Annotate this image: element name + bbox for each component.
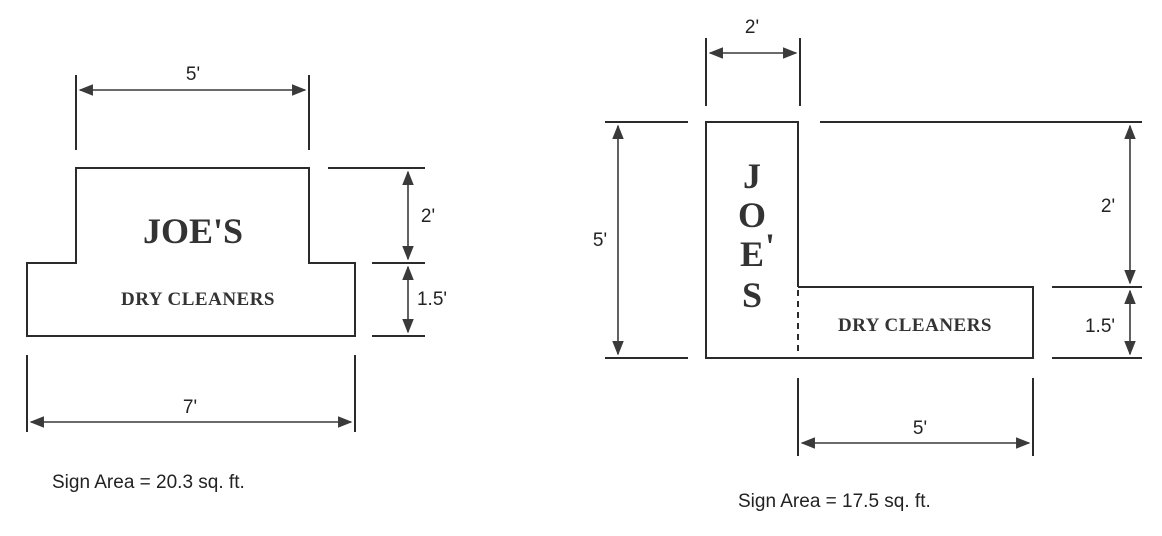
sign-a-top-dim-label: 5': [186, 64, 200, 85]
sign-b-area-caption: Sign Area = 17.5 sq. ft.: [738, 491, 931, 512]
sign-a-bottom-dimension: 7': [26, 355, 356, 432]
sign-b-left-dim-label: 5': [593, 230, 607, 251]
sign-b-letter-2: O: [738, 195, 766, 235]
sign-b-top-dimension: 2': [705, 17, 801, 106]
sign-b-top-dim-label: 2': [745, 17, 759, 38]
sign-b-left-dimension: 5': [593, 121, 688, 359]
sign-a-top-dimension: 5': [75, 64, 310, 150]
sign-a-bottom-dim-label: 7': [183, 397, 197, 418]
sign-b: J O E ' S DRY CLEANERS 2' 5': [593, 17, 1142, 512]
sign-a-main-text: JOE'S: [143, 211, 243, 251]
sign-b-letter-1: J: [743, 156, 761, 196]
sign-b-sub-text: DRY CLEANERS: [838, 315, 992, 336]
sign-b-vertical-panel: [705, 121, 799, 359]
sign-a-right-dimension: 2' 1.5': [328, 167, 447, 337]
sign-a-upper-dim-label: 2': [421, 206, 435, 227]
sign-b-bottom-dim-label: 5': [913, 418, 927, 439]
sign-b-vertical-text: J O E ' S: [738, 156, 775, 315]
sign-a-outline: [26, 167, 356, 337]
sign-b-letter-4: ': [765, 226, 775, 266]
sign-b-letter-3: E: [740, 234, 764, 274]
sign-a-area-caption: Sign Area = 20.3 sq. ft.: [52, 472, 245, 493]
sign-a: JOE'S DRY CLEANERS 5' 2' 1.5' 7' Sign Ar…: [26, 64, 447, 493]
sign-b-horizontal-panel: [798, 286, 1034, 359]
sign-b-right-lower-dim-label: 1.5': [1085, 316, 1115, 337]
sign-b-right-upper-dim-label: 2': [1101, 196, 1115, 217]
sign-a-lower-dim-label: 1.5': [417, 289, 447, 310]
sign-a-sub-text: DRY CLEANERS: [121, 289, 275, 310]
sign-b-right-dimension: 2' 1.5': [820, 121, 1142, 359]
sign-b-bottom-dimension: 5': [797, 378, 1034, 456]
sign-b-letter-5: S: [742, 275, 762, 315]
